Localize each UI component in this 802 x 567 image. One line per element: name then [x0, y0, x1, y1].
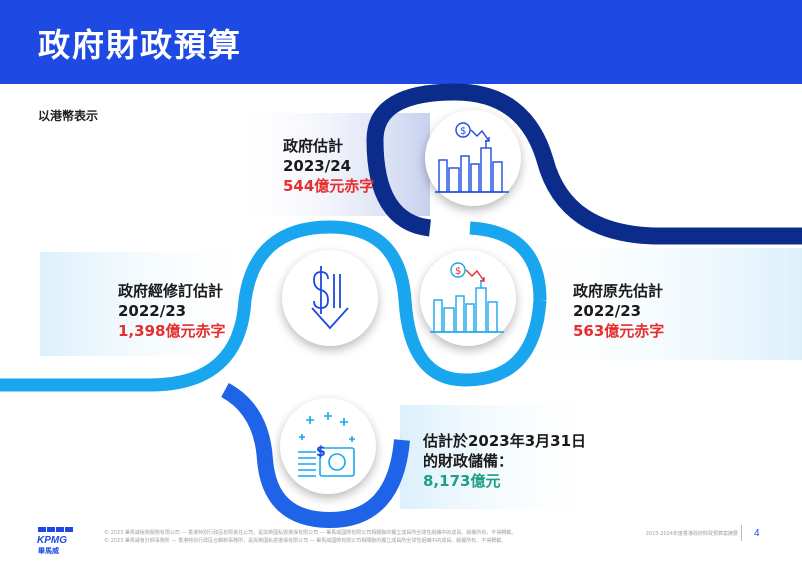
dark-curve-lower [366, 139, 432, 237]
item-year: 的財政儲備： [423, 452, 514, 470]
item-fiscal-reserves: 估計於2023年3月31日 的財政儲備： 8,173億元 [423, 431, 586, 491]
item-revised-2022-23: 政府經修訂估計 2022/23 1,398億元赤字 [118, 281, 225, 341]
item-value: 1,398億元赤字 [118, 322, 226, 340]
light-curve-around-right [469, 221, 547, 301]
circle-top: $ [425, 110, 521, 206]
item-value: 544億元赤字 [283, 177, 375, 195]
circle-left [282, 250, 378, 346]
circle-bottom: $ [280, 398, 376, 494]
logo-chinese-name: 畢馬威 [38, 547, 59, 555]
svg-text:$: $ [455, 266, 461, 277]
item-value: 563億元赤字 [573, 322, 665, 340]
money-down-city-icon: $ [430, 262, 504, 333]
item-label: 政府經修訂估計 [118, 282, 224, 300]
svg-text:KPMG: KPMG [37, 535, 67, 546]
coins-cash-sparkle-icon: $ [298, 412, 355, 477]
page-number: 4 [754, 528, 760, 539]
item-value: 8,173億元 [423, 472, 501, 490]
money-down-city-icon: $ [435, 122, 509, 193]
band-bottom [400, 405, 610, 509]
dollar-down-arrow-icon [311, 266, 349, 330]
light-curve-upper [0, 220, 547, 392]
dark-curve [366, 83, 802, 245]
page-title: 政府財政預算 [38, 26, 243, 64]
svg-text:$: $ [316, 444, 326, 460]
item-label: 政府估計 [283, 137, 344, 155]
report-title: 2023-2024年度香港政府財政預算案摘要 [645, 531, 738, 537]
band-top [230, 113, 430, 216]
item-year: 2022/23 [573, 302, 642, 320]
footer-divider [741, 525, 742, 541]
item-year: 2023/24 [283, 157, 352, 175]
item-label: 政府原先估計 [573, 282, 664, 300]
circle-right: $ [420, 250, 516, 346]
item-estimate-2023-24: 政府估計 2023/24 544億元赤字 [283, 136, 374, 196]
disclaimer-line-1: © 2023 畢馬威稅務服務有限公司 — 香港特別行政區有限責任公司，是與英國私… [104, 530, 517, 536]
item-label: 估計於2023年3月31日 [423, 432, 587, 450]
currency-note: 以港幣表示 [38, 109, 99, 123]
blue-curve-bottom [220, 382, 410, 529]
svg-text:$: $ [460, 126, 466, 137]
kpmg-logo: KPMG [37, 527, 73, 546]
band-right [500, 248, 802, 360]
item-original-2022-23: 政府原先估計 2022/23 563億元赤字 [573, 281, 664, 341]
item-year: 2022/23 [118, 302, 187, 320]
header-banner: 政府財政預算 [0, 0, 802, 84]
disclaimer-line-2: © 2023 畢馬威會計師事務所 — 香港特別行政區合夥制事務所，是與英國私營擔… [104, 538, 507, 544]
